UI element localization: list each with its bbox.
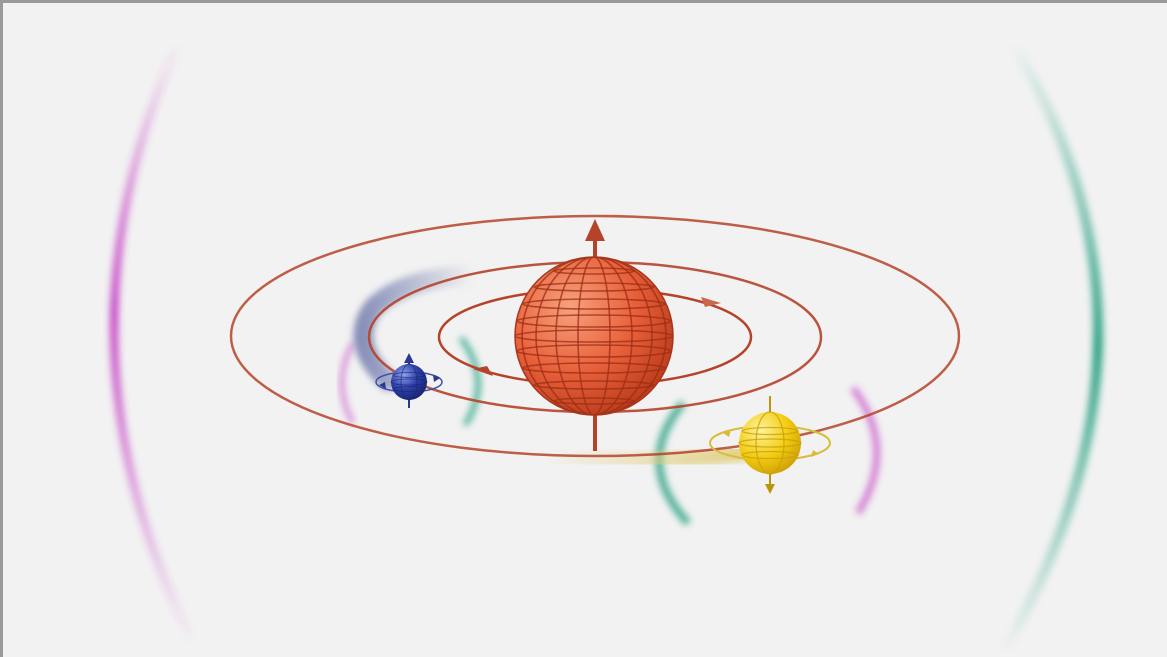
wave-arc-right — [998, 40, 1103, 656]
orbit-arrow-right — [701, 297, 721, 307]
blue-axis-arrow — [404, 353, 414, 363]
orbital-diagram — [109, 40, 1103, 656]
wave-arc-blue-right — [458, 336, 481, 427]
yellow-axis-arrow — [765, 484, 775, 494]
orbit-outer — [229, 214, 961, 458]
wave-arc-left — [109, 41, 198, 646]
orbit-arrow-left — [473, 366, 493, 376]
wave-arc-blue-left — [339, 341, 356, 425]
yellow-trail — [535, 445, 751, 469]
blue-body — [375, 353, 443, 408]
wave-arc-yellow-right — [850, 385, 881, 515]
central-body — [514, 256, 674, 416]
blue-trail — [353, 265, 483, 391]
yellow-body — [709, 396, 831, 494]
axis-arrow-up — [585, 219, 605, 241]
